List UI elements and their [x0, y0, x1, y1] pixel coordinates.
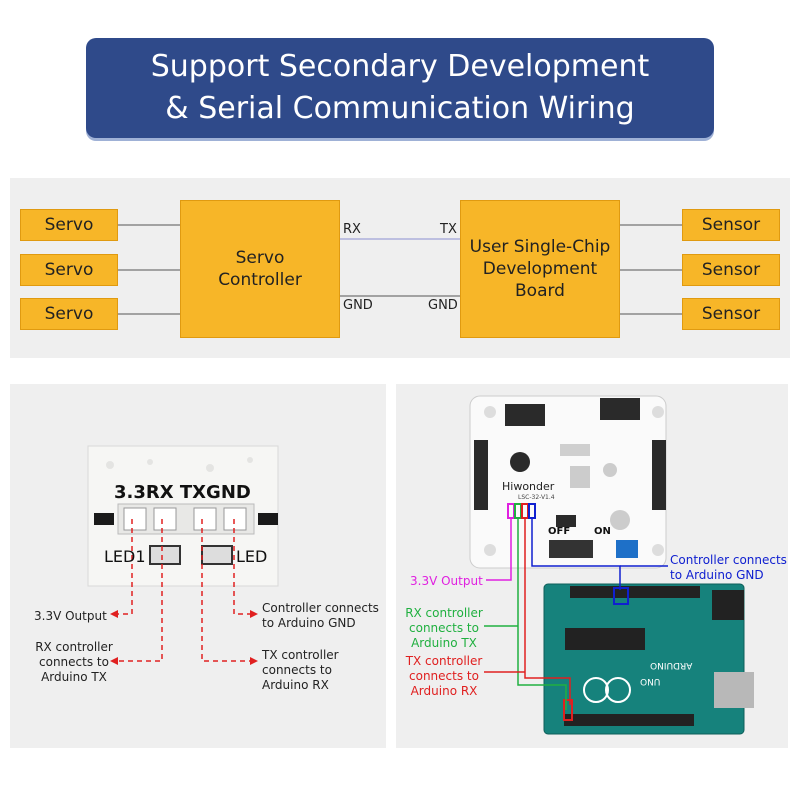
board-model-label: LSC-32-V1.4: [518, 494, 555, 501]
right-3v3-label: 3.3V Output: [410, 574, 483, 588]
led2-label: LED: [236, 547, 268, 566]
title-line-2: & Serial Communication Wiring: [165, 91, 635, 126]
left-gnd-label: Controller connects to Arduino GND: [262, 601, 379, 630]
right-rx-label: RX controller connects to Arduino TX: [405, 606, 483, 650]
servo-box-3: Servo: [20, 298, 118, 330]
led1-label: LED1: [104, 547, 146, 566]
left-rx-label: RX controller connects to Arduino TX: [35, 640, 113, 684]
servo-box-2: Servo: [20, 254, 118, 286]
tx-pin-label: TX: [440, 222, 457, 237]
left-tx-label: TX controller connects to Arduino RX: [262, 648, 339, 692]
servo-box-1: Servo: [20, 209, 118, 241]
left-3v3-label: 3.3V Output: [34, 609, 107, 623]
right-gnd-label: Controller connects to Arduino GND: [670, 553, 787, 582]
block-diagram-panel: [10, 178, 790, 358]
rx-pin-label: RX: [343, 222, 361, 237]
hiwonder-logo: Hiwonder: [502, 480, 555, 493]
sensor-box-1: Sensor: [682, 209, 780, 241]
servo-controller-box: Servo Controller: [180, 200, 340, 338]
title-banner: Support Secondary Development & Serial C…: [86, 38, 714, 138]
sensor-box-3: Sensor: [682, 298, 780, 330]
development-board-box: User Single-Chip Development Board: [460, 200, 620, 338]
on-label: ON: [594, 526, 611, 537]
title-line-1: Support Secondary Development: [150, 49, 650, 84]
right-tx-label: TX controller connects to Arduino RX: [405, 654, 483, 698]
off-label: OFF: [548, 526, 571, 537]
gnd-pin-label-right: GND: [428, 298, 458, 313]
sensor-box-2: Sensor: [682, 254, 780, 286]
arduino-brand-label: ARDUINO: [650, 660, 693, 670]
arduino-model-label: UNO: [640, 676, 661, 686]
gnd-pin-label-left: GND: [343, 298, 373, 313]
pin-header-label: 3.3RX TXGND: [114, 482, 251, 503]
